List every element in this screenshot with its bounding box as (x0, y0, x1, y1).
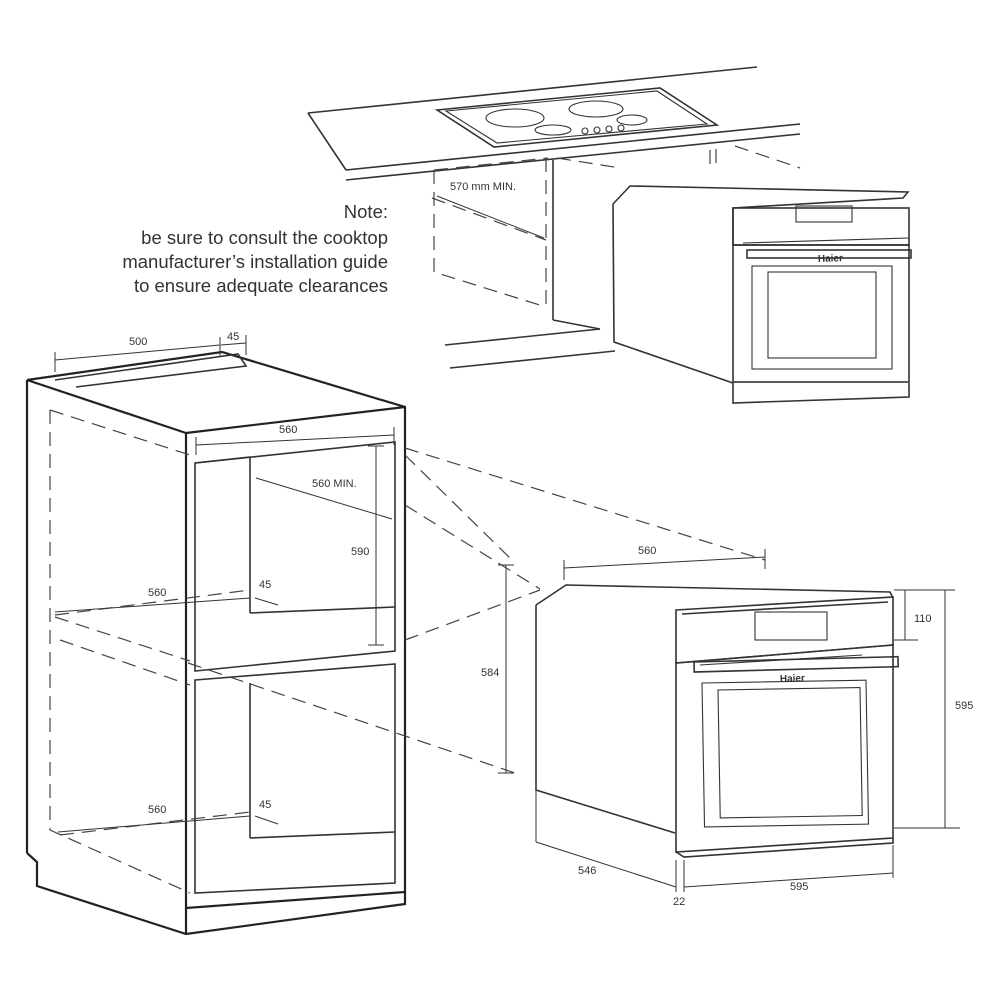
dimension-label-oven-body-height: 584 (481, 667, 499, 679)
dimension-label-shelf-gap: 45 (259, 579, 271, 591)
dimension-label-cabinet-gap: 45 (227, 331, 239, 343)
cabinet-dimensions: 500 45 560 560 MIN. 590 560 45 560 45 (54, 331, 395, 833)
oven-top-illustration: Haier (612, 185, 912, 404)
dimension-label-door-thickness: 22 (673, 896, 685, 908)
oven-dimensions: 560 584 110 595 546 595 22 (481, 545, 973, 908)
oven-main: Haier (535, 584, 900, 858)
note-line-2: manufacturer’s installation guide (122, 251, 388, 272)
note-title: Note: (344, 201, 388, 222)
dimension-label-cavity-depth: 560 MIN. (312, 478, 357, 490)
brand-logo: Haier (780, 673, 805, 685)
dimension-label-cavity-height: 590 (351, 546, 369, 558)
dimension-label-shelf-depth: 560 (148, 587, 166, 599)
dimension-label-oven-depth: 546 (578, 865, 596, 877)
dimension-label-lower-gap: 45 (259, 799, 271, 811)
cabinet (25, 350, 407, 936)
cooktop-clearance-dimension: 570 mm MIN. (436, 181, 545, 239)
dimension-label-oven-body-width: 560 (638, 545, 656, 557)
countertop-scene (307, 66, 801, 369)
dimension-label-oven-front-width: 595 (790, 881, 808, 893)
dimension-label-cabinet-depth: 500 (129, 336, 147, 348)
dimension-label-lower-depth: 560 (148, 804, 166, 816)
brand-logo-small: Haier (818, 253, 843, 265)
dimension-label-oven-front-height: 595 (955, 700, 973, 712)
projection-lines (187, 447, 766, 774)
dimension-label-control-panel-height: 110 (914, 613, 932, 625)
note-line-3: to ensure adequate clearances (134, 275, 388, 296)
note-line-1: be sure to consult the cooktop (141, 227, 388, 248)
note-text: Note: be sure to consult the cooktop man… (122, 201, 388, 296)
dimension-label-cooktop-clearance: 570 mm MIN. (450, 181, 516, 193)
dimension-label-cabinet-width: 560 (279, 424, 297, 436)
cooktop (434, 87, 720, 148)
